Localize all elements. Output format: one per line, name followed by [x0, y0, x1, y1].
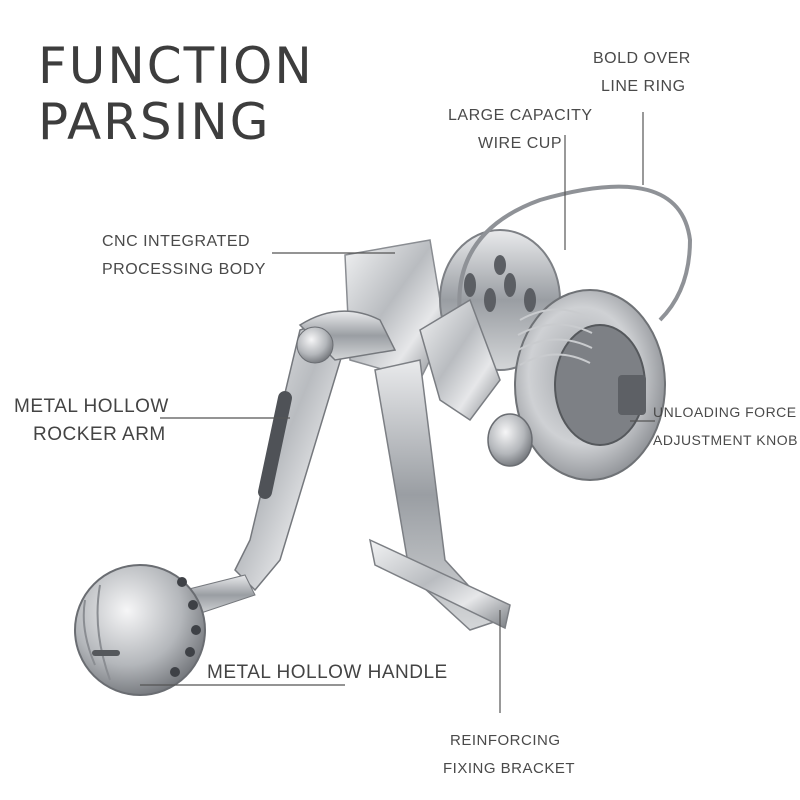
label-line: LINE RING [601, 78, 686, 95]
label-line: WIRE CUP [478, 135, 562, 152]
label-line: ROCKER ARM [33, 424, 166, 445]
label-cnc-body: CNC INTEGRATED PROCESSING BODY [102, 228, 266, 284]
label-wire-cup: LARGE CAPACITY WIRE CUP [448, 102, 593, 158]
label-line: BOLD OVER [593, 50, 691, 67]
label-unloading-knob: UNLOADING FORCE ADJUSTMENT KNOB [653, 398, 798, 454]
label-handle: METAL HOLLOW HANDLE [207, 659, 448, 687]
reel-body [74, 184, 693, 696]
label-bracket: REINFORCING FIXING BRACKET [443, 727, 575, 783]
label-bold-over-line-ring: BOLD OVER LINE RING [593, 45, 691, 101]
label-line: PROCESSING BODY [102, 261, 266, 278]
label-rocker-arm: METAL HOLLOW ROCKER ARM [14, 393, 169, 449]
label-line: UNLOADING FORCE [653, 404, 797, 420]
label-line: REINFORCING [450, 732, 561, 749]
label-line: ADJUSTMENT KNOB [653, 432, 798, 448]
leader-lines [140, 112, 655, 713]
label-line: FIXING BRACKET [443, 760, 576, 777]
title-line-1: FUNCTION [38, 37, 314, 95]
label-line: CNC INTEGRATED [102, 233, 251, 250]
label-line: METAL HOLLOW [14, 396, 169, 417]
label-line: METAL HOLLOW HANDLE [207, 662, 448, 683]
page-title: FUNCTION PARSING [38, 38, 314, 150]
label-line: LARGE CAPACITY [448, 107, 593, 124]
title-line-2: PARSING [38, 93, 271, 151]
